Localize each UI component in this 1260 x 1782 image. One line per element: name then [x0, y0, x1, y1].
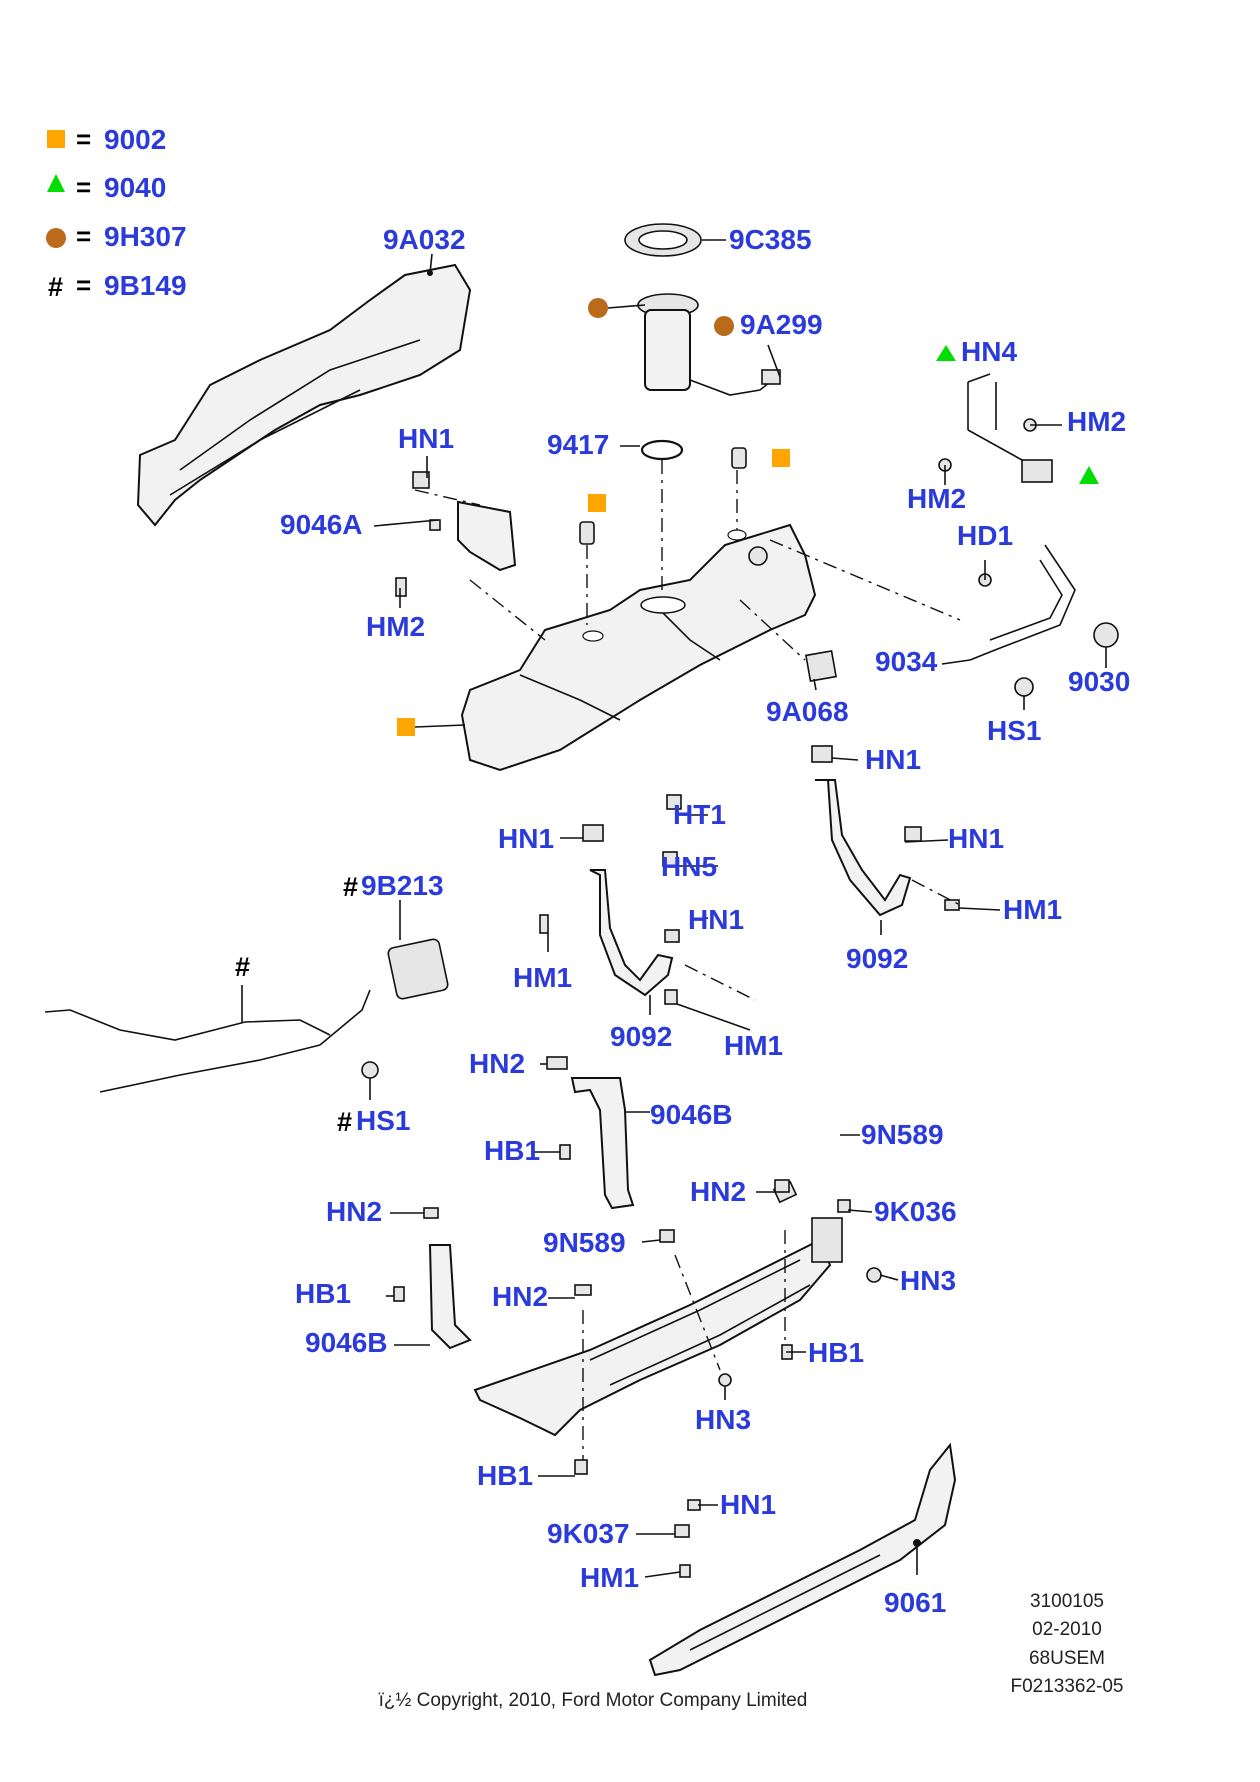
valve-left-9002-marker	[588, 494, 606, 512]
copyright-text: ï¿½ Copyright, 2010, Ford Motor Company …	[379, 1690, 808, 1711]
filler-cap-9030-drawing	[1093, 622, 1119, 648]
label-HM1-d: HM1	[580, 1562, 639, 1593]
strap-9092-left-drawing	[589, 869, 674, 997]
HS1-clip-drawing	[1014, 677, 1034, 697]
vapor-valve-9040-marker	[1079, 466, 1099, 484]
legend-circle-icon	[46, 228, 66, 248]
footer-code-4: F0213362-05	[1010, 1676, 1123, 1697]
label-HB1-b: HB1	[295, 1278, 351, 1309]
label-9034: 9034	[875, 646, 938, 677]
sensor-9A068-drawing	[805, 650, 837, 682]
label-9092-b: 9092	[610, 1021, 672, 1052]
fuel-pump-drawing	[637, 293, 781, 396]
frame-crossmember-drawing	[473, 1238, 832, 1437]
legend-square-icon	[47, 130, 65, 148]
legend: = 9002 = 9040 = 9H307 # = 9B149	[46, 124, 187, 302]
footer: 3100105 02-2010 68USEM F0213362-05 ï¿½ C…	[379, 1591, 1124, 1711]
label-9B213: 9B213	[361, 870, 444, 901]
label-HB1-c: HB1	[808, 1337, 864, 1368]
legend-equals: =	[76, 270, 91, 300]
strap-9046A-drawing	[457, 500, 517, 572]
label-9030: 9030	[1068, 666, 1130, 697]
label-9K036: 9K036	[874, 1196, 957, 1227]
label-9N589-b: 9N589	[543, 1227, 626, 1258]
strap-9046B-lower-drawing	[428, 1244, 472, 1350]
hash-mark-HS1: #	[337, 1107, 352, 1137]
fuel-pump-9H307-marker	[588, 298, 608, 318]
lock-ring-drawing	[640, 439, 684, 461]
label-HN3-b: HN3	[695, 1404, 751, 1435]
9A299-9H307-marker	[714, 316, 734, 336]
legend-triangle-icon	[47, 174, 65, 192]
footer-code-3: 68USEM	[1029, 1648, 1105, 1669]
legend-equals: =	[76, 172, 91, 202]
legend-equals: =	[76, 221, 91, 251]
heat-shield-drawing	[136, 263, 472, 527]
label-9061: 9061	[884, 1587, 946, 1618]
label-9046A: 9046A	[280, 509, 363, 540]
HN4-9040-marker	[936, 345, 956, 361]
label-HN2-a: HN2	[469, 1048, 525, 1079]
label-HB1-d: HB1	[477, 1460, 533, 1491]
label-HN5: HN5	[661, 851, 717, 882]
label-HN2-b: HN2	[690, 1176, 746, 1207]
label-9N589-a: 9N589	[861, 1119, 944, 1150]
label-9K037: 9K037	[547, 1518, 630, 1549]
label-HM2-mid: HM2	[907, 483, 966, 514]
fuel-door-9B213-drawing	[387, 938, 449, 1000]
label-HN1-e: HN1	[720, 1489, 776, 1520]
hash-mark-hose: #	[235, 952, 250, 982]
label-9092-a: 9092	[846, 943, 908, 974]
rollover-valve-right	[731, 447, 747, 469]
label-9C385: 9C385	[729, 224, 812, 255]
label-HS1-hash: HS1	[356, 1105, 410, 1136]
filler-pipe-9034-drawing	[969, 544, 1076, 661]
label-HN1-c: HN1	[948, 823, 1004, 854]
label-HN3-a: HN3	[900, 1265, 956, 1296]
label-HB1-a: HB1	[484, 1135, 540, 1166]
label-HN1-d: HN1	[688, 904, 744, 935]
legend-code-9002: 9002	[104, 124, 166, 155]
label-HN2-d: HN2	[492, 1281, 548, 1312]
label-HD1: HD1	[957, 520, 1013, 551]
label-HM2-left: HM2	[366, 611, 425, 642]
fuel-tank-9002-marker	[397, 718, 415, 736]
part-labels: 9A032 9C385 9A299 HN4 HM2 HM2 HN1 9046A …	[280, 224, 1130, 1618]
footer-code-2: 02-2010	[1032, 1619, 1102, 1640]
legend-code-9H307: 9H307	[104, 221, 187, 252]
label-9417: 9417	[547, 429, 609, 460]
label-9A068: 9A068	[766, 696, 849, 727]
fuel-tank-drawing	[460, 523, 817, 772]
legend-code-9040: 9040	[104, 172, 166, 203]
label-HN1-a: HN1	[865, 744, 921, 775]
label-HM1-a: HM1	[1003, 894, 1062, 925]
label-HS1: HS1	[987, 715, 1041, 746]
filler-neck-hose-drawing	[44, 1009, 331, 1041]
strap-9092-right-drawing	[815, 779, 912, 917]
label-9046B-a: 9046B	[650, 1099, 733, 1130]
label-HM1-b: HM1	[513, 962, 572, 993]
frame-rail-9061-drawing	[648, 1442, 957, 1677]
label-HM2-top: HM2	[1067, 406, 1126, 437]
label-HT1: HT1	[673, 799, 726, 830]
label-9A299: 9A299	[740, 309, 823, 340]
label-HN1-strap: HN1	[398, 423, 454, 454]
footer-code-1: 3100105	[1030, 1591, 1104, 1612]
strap-9046B-upper-drawing	[570, 1077, 635, 1210]
legend-code-9B149: 9B149	[104, 270, 187, 301]
label-HN1-b: HN1	[498, 823, 554, 854]
label-HN4: HN4	[961, 336, 1017, 367]
label-9A032: 9A032	[383, 224, 466, 255]
label-HN2-c: HN2	[326, 1196, 382, 1227]
label-9046B-b: 9046B	[305, 1327, 388, 1358]
hash-mark-9B213: #	[343, 872, 358, 902]
vapor-valve-drawing	[1021, 459, 1053, 483]
label-HM1-c: HM1	[724, 1030, 783, 1061]
leader-lines	[241, 239, 1107, 1578]
legend-equals: =	[76, 124, 91, 154]
rollover-valve-left	[579, 521, 595, 545]
legend-hash-icon: #	[48, 272, 63, 302]
valve-right-9002-marker	[772, 449, 790, 467]
